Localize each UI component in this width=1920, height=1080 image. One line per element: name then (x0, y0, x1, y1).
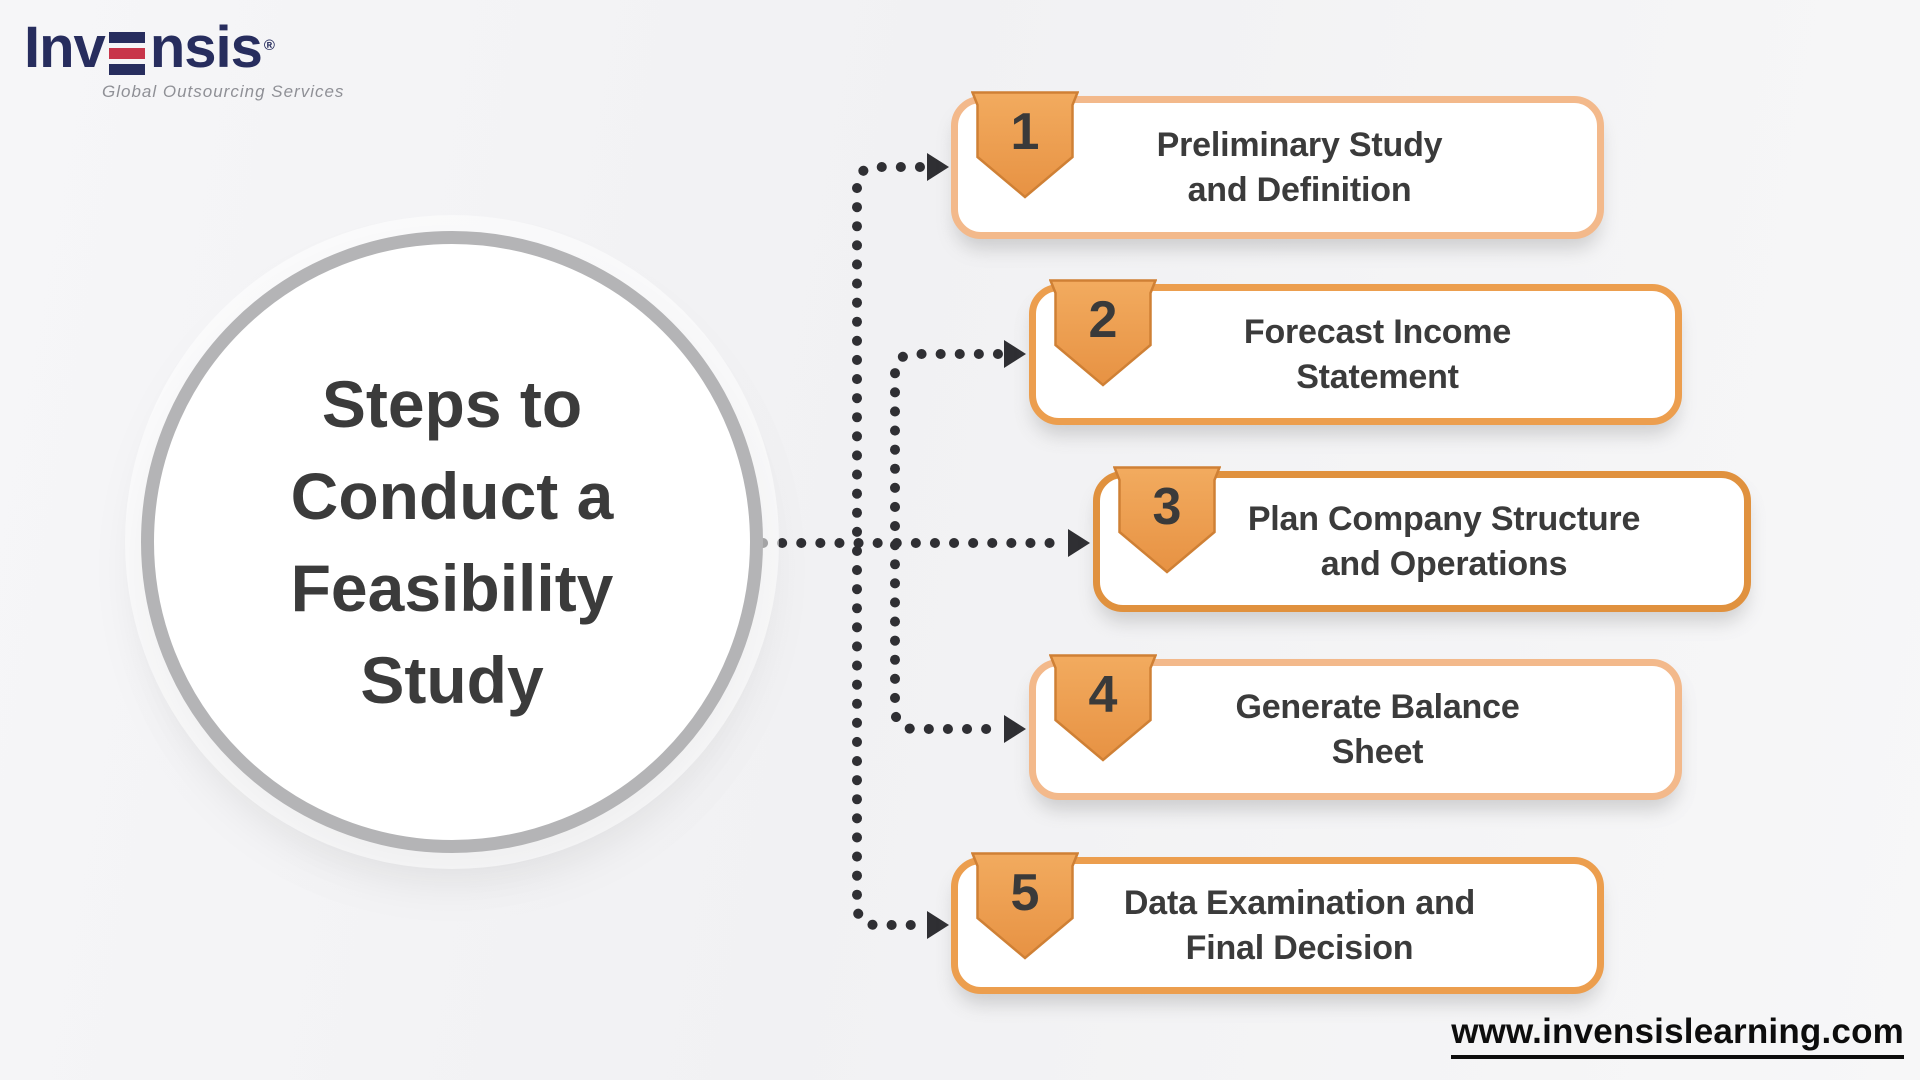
title-line: Conduct a (290, 459, 614, 533)
step-number-badge: 4 (1049, 654, 1157, 762)
registered-mark: ® (263, 37, 275, 54)
arrowhead-step4-icon (1004, 715, 1026, 743)
arrowhead-step1-icon (927, 153, 949, 181)
step-card-5: 5 Data Examination and Final Decision (951, 852, 1604, 994)
arrowhead-step2-icon (1004, 340, 1026, 368)
badge-ribbon-icon (1113, 466, 1221, 574)
diagram-title: Steps to Conduct a Feasibility Study (291, 358, 614, 726)
step-label-line: Generate Balance (1235, 687, 1520, 726)
step-label: Preliminary Study and Definition (1002, 103, 1597, 232)
step-label-line: Preliminary Study (1156, 125, 1443, 164)
badge-ribbon-icon (1049, 279, 1157, 387)
title-line: Study (360, 643, 544, 717)
step-number: 2 (1089, 291, 1118, 349)
step-number-badge: 1 (971, 91, 1079, 199)
step-number: 1 (1011, 103, 1040, 161)
arrowhead-step3-icon (1068, 529, 1090, 557)
step-number: 5 (1011, 864, 1040, 922)
step-label-line: Statement (1296, 357, 1459, 396)
badge-ribbon-icon (971, 91, 1079, 199)
step-label: Plan Company Structure and Operations (1144, 478, 1744, 605)
badge-ribbon-icon (1049, 654, 1157, 762)
step-label-line: Forecast Income (1243, 312, 1512, 351)
stylized-e-icon (108, 31, 145, 75)
connector-trunk-inner (890, 349, 1003, 734)
connector-trunk-outer (852, 162, 925, 930)
step-label-line: Sheet (1331, 732, 1424, 771)
website-link[interactable]: www.invensislearning.com (1451, 1012, 1904, 1059)
central-circle: Steps to Conduct a Feasibility Study (141, 231, 763, 853)
arrowhead-step5-icon (927, 911, 949, 939)
step-card-4: 4 Generate Balance Sheet (1029, 654, 1682, 800)
title-line: Feasibility (290, 551, 614, 625)
invensis-wordmark: Inv nsis ® (24, 16, 344, 80)
step-number-badge: 2 (1049, 279, 1157, 387)
step-label-line: Plan Company Structure (1247, 499, 1641, 538)
step-label-line: and Operations (1320, 544, 1568, 583)
step-card-1: 1 Preliminary Study and Definition (951, 91, 1604, 239)
title-line: Steps to (321, 367, 583, 441)
logo-tagline: Global Outsourcing Services (102, 82, 345, 101)
step-label: Data Examination and Final Decision (1002, 864, 1597, 987)
step-label-line: and Definition (1187, 170, 1412, 209)
step-label-line: Final Decision (1185, 928, 1414, 967)
step-number-badge: 5 (971, 852, 1079, 960)
step-label-line: Data Examination and (1123, 883, 1476, 922)
wordmark-suffix: nsis (149, 15, 263, 80)
step-card-3: 3 Plan Company Structure and Operations (1093, 466, 1751, 612)
wordmark-prefix: Inv (24, 15, 106, 80)
step-card-2: 2 Forecast Income Statement (1029, 279, 1682, 425)
step-number: 4 (1089, 666, 1118, 724)
invensis-logo: Inv nsis ® Global Outsourcing Services (24, 16, 344, 102)
step-label: Generate Balance Sheet (1080, 666, 1675, 793)
step-label: Forecast Income Statement (1080, 291, 1675, 418)
step-number-badge: 3 (1113, 466, 1221, 574)
step-number: 3 (1153, 478, 1182, 536)
badge-ribbon-icon (971, 852, 1079, 960)
